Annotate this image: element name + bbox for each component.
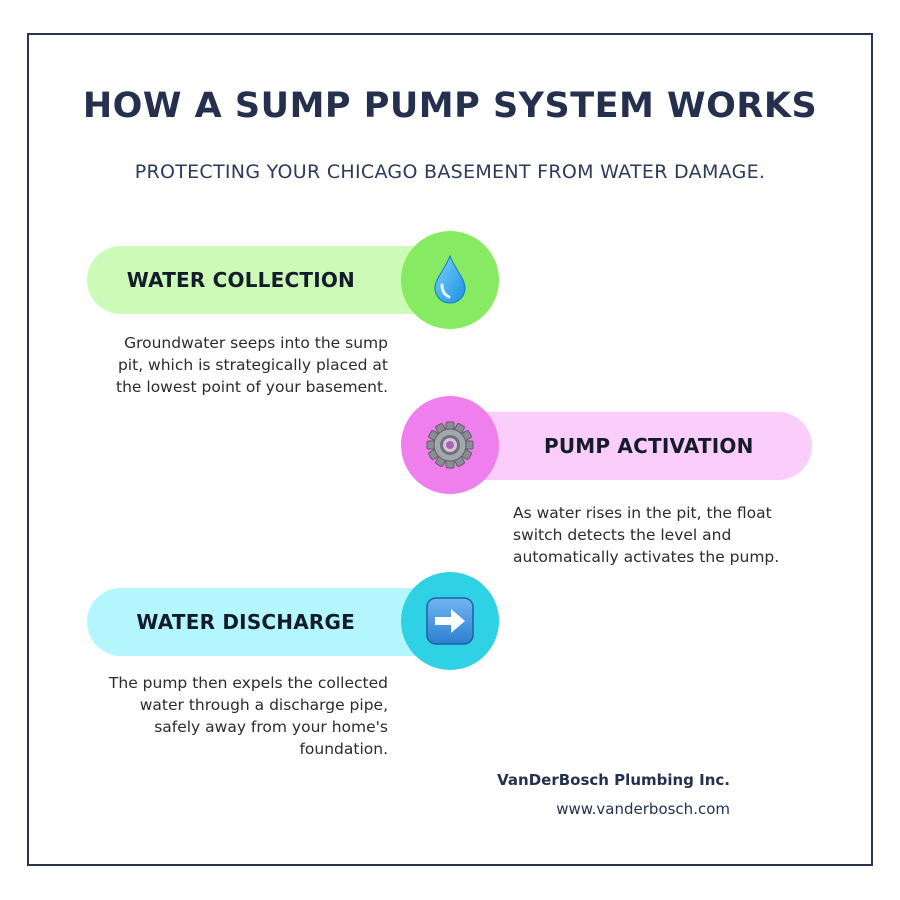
page-title: HOW A SUMP PUMP SYSTEM WORKS [82,86,818,126]
step-water-discharge-icon-circle [401,572,499,670]
step-pump-activation-icon-circle [401,396,499,494]
step-pump-activation-description: As water rises in the pit, the float swi… [513,504,780,566]
step-water-discharge-description: The pump then expels the collected water… [108,674,388,758]
page-subtitle: PROTECTING YOUR CHICAGO BASEMENT FROM WA… [134,161,766,183]
step-label: WATER DISCHARGE [136,610,355,634]
water-drop-icon [434,255,466,304]
company-website-link[interactable]: www.vanderbosch.com [556,800,730,818]
gear-icon [426,421,474,469]
step-water-collection-icon-circle [401,231,499,329]
company-name: VanDerBosch Plumbing Inc. [497,771,730,789]
right-arrow-icon [426,597,474,645]
step-water-collection-description: Groundwater seeps into the sump pit, whi… [116,334,388,396]
step-label: WATER COLLECTION [126,268,355,292]
page-frame [27,33,873,866]
step-label: PUMP ACTIVATION [544,434,754,458]
